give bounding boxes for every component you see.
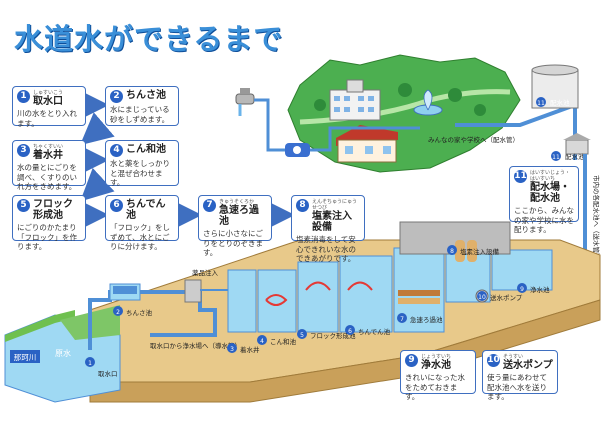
- label-river: 那珂川: [14, 353, 37, 362]
- label-houses: みんなの家や学校へ（配水管）: [428, 136, 519, 144]
- card-chinden: 6 ちんでん池 「フロック」をしずめて、水とにごりに分けます。: [105, 195, 179, 251]
- badge-11-side: 11: [552, 154, 560, 161]
- label-haisuichi-side: 配水池: [565, 152, 585, 161]
- treatment-chambers: [227, 243, 553, 333]
- fountain: [413, 89, 443, 116]
- label-pump: 送水ポンプ: [490, 293, 523, 302]
- label-rokachi: 急速ろ過池: [410, 315, 443, 324]
- distribution-station: [563, 133, 591, 155]
- card-intake: 1 しゅすいこう取水口 川の水をとり入れます。: [12, 86, 86, 128]
- label-floc: フロック形成池: [310, 331, 356, 340]
- card-flow-arrows: [77, 89, 295, 231]
- card-floc: 5 フロック形成池 にごりのかたまり「フロック」を作ります。: [12, 195, 86, 251]
- badge-2: 2: [116, 309, 120, 316]
- card-roka: 7 きゅうそくろか急速ろ過池 さらに小さなにごりをとりのぞきます。: [198, 195, 272, 257]
- town-land: [287, 54, 521, 173]
- distribution-tank: [531, 64, 579, 109]
- card-haisui: 11 はいすいじょう・はいすいち配水場・配水池 ここから、みんなの家や学校に水を…: [509, 166, 579, 234]
- badge-6: 6: [348, 328, 352, 335]
- label-conduit: 取水口から浄水場へ（導水管）: [150, 341, 241, 350]
- mixing-arrows: [265, 281, 373, 306]
- badge-4: 4: [260, 338, 264, 345]
- card-enso: 8 えんそちゅうにゅうせつび塩素注入設備 塩素消毒をして安心できれいな水のできあ…: [291, 195, 365, 263]
- badge-1: 1: [88, 360, 92, 367]
- label-chakusui: 着水井: [240, 345, 260, 354]
- sand-basin: [109, 283, 141, 301]
- card-chinsa: 2 ちんさ池 水にまじっている砂をしずめます。: [105, 86, 179, 126]
- badge-7: 7: [400, 316, 404, 323]
- faucet-icon: [235, 88, 255, 116]
- card-chakusui: 3 ちゃくすいい着水井 水の量とにごりを調べ、くすりのいれ方をきめます。: [12, 140, 86, 191]
- label-yakuhin: 薬品注入: [192, 268, 219, 277]
- label-intake: 取水口: [98, 369, 118, 378]
- label-jousui: 浄水池: [530, 285, 550, 294]
- card-konwa: 4 こん和池 水と薬をしっかりと混ぜ合わせます。: [105, 140, 179, 187]
- badge-11-top: 11: [537, 100, 545, 107]
- school-building: [329, 79, 381, 121]
- distribution-pipe: [455, 102, 577, 160]
- badge-3: 3: [230, 346, 234, 353]
- label-haisuichi-top: 配水池: [550, 98, 570, 107]
- label-chinsa: ちんさ池: [126, 308, 153, 317]
- label-enso: 塩素注入設備: [460, 247, 500, 256]
- water-meter-icon: [285, 143, 310, 157]
- label-chinden: ちんでん池: [358, 327, 391, 336]
- house-pipe: [254, 98, 420, 152]
- label-gensui: 原水: [55, 348, 71, 358]
- label-right-pipe: 市内の各配水池へ（送水管）: [592, 175, 601, 260]
- chemical-tank: [184, 279, 202, 303]
- badge-10-illus: 10: [478, 294, 486, 301]
- filter-media: [398, 290, 440, 304]
- page-title: 水道水ができるまで: [14, 22, 284, 56]
- trees: [314, 83, 486, 116]
- card-pump: 10 そうすい送水ポンプ 使う量にあわせて配水池へ水を送ります。: [482, 350, 558, 401]
- badge-9-illus: 9: [520, 286, 524, 293]
- label-konwa: こん和池: [270, 337, 297, 346]
- badge-8: 8: [450, 248, 454, 255]
- badge-5: 5: [300, 332, 304, 339]
- card-jousui: 9 じょうすいち浄水池 きれいになった水をためておきます。: [400, 350, 476, 401]
- house: [336, 125, 398, 163]
